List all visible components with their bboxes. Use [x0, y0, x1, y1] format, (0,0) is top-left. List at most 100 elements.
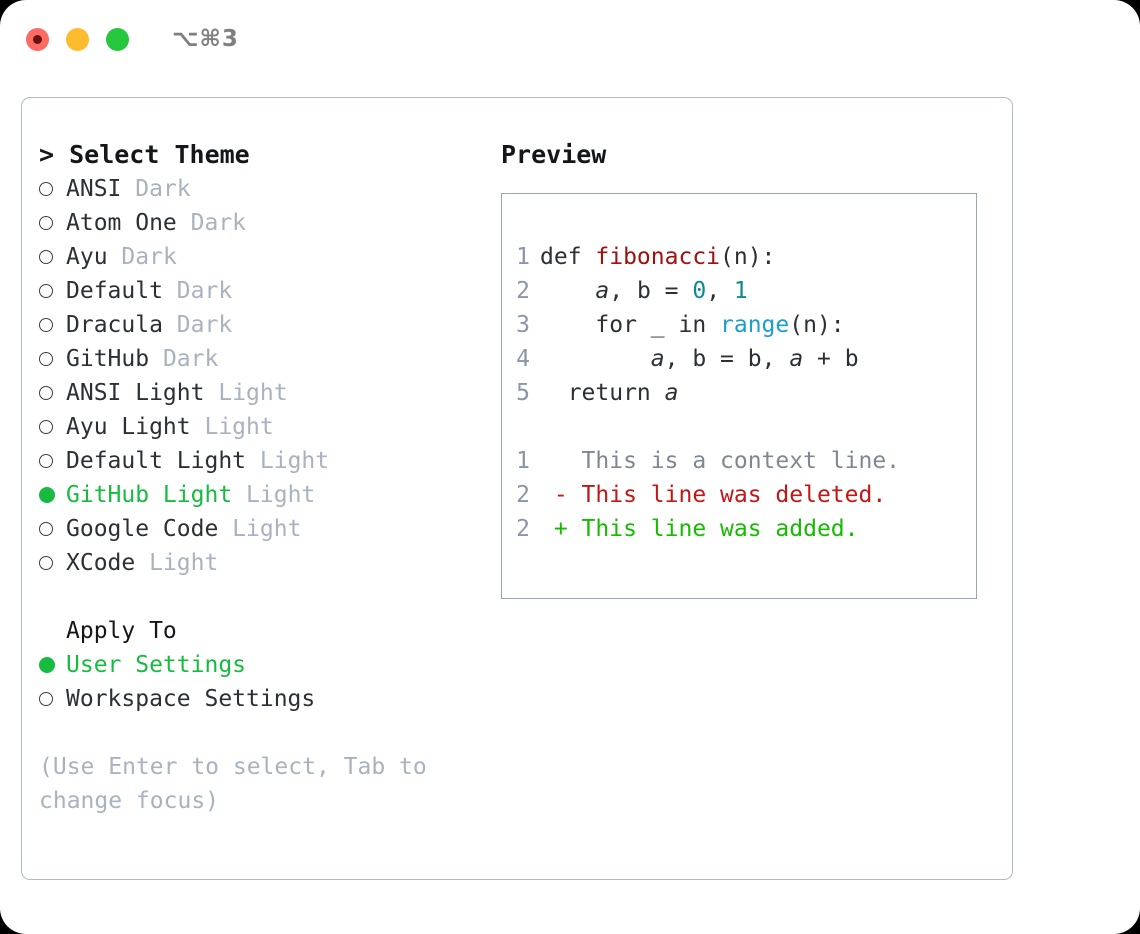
diff-line-content: - This line was deleted. — [540, 482, 887, 508]
theme-option-tag: Dark — [135, 176, 191, 202]
theme-option-default-light[interactable]: Default Light Light — [39, 444, 484, 478]
recording-dot-icon — [33, 34, 42, 44]
theme-option-xcode[interactable]: XCode Light — [39, 546, 484, 580]
code-line-content: a, b = 0, 1 — [540, 274, 747, 308]
theme-option-github-light[interactable]: GitHub Light Light — [39, 478, 484, 512]
radio-unselected-icon — [39, 386, 66, 400]
theme-option-dracula[interactable]: Dracula Dark — [39, 308, 484, 342]
theme-option-atom-one[interactable]: Atom One Dark — [39, 206, 484, 240]
theme-option-tag: Dark — [121, 244, 177, 270]
maximize-button-icon[interactable] — [106, 27, 129, 51]
diff-sample: 1 This is a context line.2 - This line w… — [502, 444, 976, 546]
code-token: a — [789, 346, 804, 372]
theme-option-ayu-light[interactable]: Ayu Light Light — [39, 410, 484, 444]
code-token: def — [540, 244, 596, 270]
code-token: b — [844, 346, 859, 372]
code-token: a — [595, 278, 610, 304]
theme-option-ansi[interactable]: ANSI Dark — [39, 172, 484, 206]
theme-option-tag: Light — [232, 516, 302, 542]
apply-to-option-label: User Settings — [66, 652, 247, 678]
radio-dot-icon — [39, 318, 53, 332]
radio-selected-icon — [39, 487, 66, 503]
radio-unselected-icon — [39, 556, 66, 570]
apply-to-title: Apply To — [66, 618, 177, 644]
theme-option-label: XCode — [66, 550, 136, 576]
theme-option-ayu[interactable]: Ayu Dark — [39, 240, 484, 274]
code-line: 4 a, b = b, a + b — [502, 342, 976, 376]
theme-option-label: Atom One — [66, 210, 177, 236]
code-token: range — [720, 312, 790, 338]
radio-dot-icon — [39, 657, 55, 673]
radio-dot-icon — [39, 522, 53, 536]
code-line-content: a, b = b, a + b — [540, 342, 859, 376]
code-token — [540, 278, 595, 304]
theme-option-label: ANSI Light — [66, 380, 205, 406]
line-number: 1 — [516, 448, 530, 474]
theme-option-ansi-light[interactable]: ANSI Light Light — [39, 376, 484, 410]
code-token: , — [761, 346, 790, 372]
apply-to-option-workspace-settings[interactable]: Workspace Settings — [39, 682, 484, 716]
code-token: (n): — [720, 244, 776, 270]
code-token: (n): — [789, 312, 845, 338]
code-line: 5 return a — [502, 376, 976, 410]
line-number: 1 — [516, 244, 530, 270]
code-token: return — [540, 380, 665, 406]
code-token: fibonacci — [595, 244, 721, 270]
traffic-lights — [26, 27, 129, 51]
radio-dot-icon — [39, 216, 53, 230]
keyboard-hint-text: (Use Enter to select, Tab to change focu… — [39, 754, 441, 814]
theme-option-tag: Light — [246, 482, 316, 508]
close-button-icon[interactable] — [26, 27, 49, 51]
code-token: + — [803, 346, 845, 372]
code-line-content: return a — [540, 376, 679, 410]
code-token: b — [747, 346, 762, 372]
theme-option-label: ANSI — [66, 176, 122, 202]
line-number: 3 — [516, 312, 530, 338]
theme-option-label: Ayu — [66, 244, 108, 270]
code-line-content: def fibonacci(n): — [540, 240, 775, 274]
code-token: a — [664, 380, 679, 406]
apply-to-option-user-settings[interactable]: User Settings — [39, 648, 484, 682]
theme-option-tag: Light — [259, 448, 330, 474]
code-line: 1 def fibonacci(n): — [502, 240, 976, 274]
radio-unselected-icon — [39, 692, 66, 706]
theme-option-label: Default Light — [66, 448, 247, 474]
theme-option-label: Dracula — [66, 312, 163, 338]
code-token: 0 — [692, 278, 707, 304]
theme-option-tag: Light — [218, 380, 288, 406]
theme-option-google-code[interactable]: Google Code Light — [39, 512, 484, 546]
code-token: , — [706, 278, 734, 304]
diff-line: 2 - This line was deleted. — [502, 478, 976, 512]
code-token: b — [636, 278, 651, 304]
theme-option-label: Default — [66, 278, 163, 304]
theme-option-label: GitHub — [66, 346, 150, 372]
theme-option-label: GitHub Light — [66, 482, 233, 508]
radio-unselected-icon — [39, 318, 66, 332]
theme-option-tag: Light — [204, 414, 274, 440]
radio-dot-icon — [39, 692, 53, 706]
code-token: for _ in — [540, 312, 721, 338]
page-title: > Select Theme — [39, 140, 250, 169]
minimize-button-icon[interactable] — [66, 27, 89, 51]
radio-dot-icon — [39, 182, 53, 196]
theme-option-default[interactable]: Default Dark — [39, 274, 484, 308]
line-number: 2 — [516, 516, 530, 542]
radio-dot-icon — [39, 556, 53, 570]
theme-option-tag: Dark — [176, 312, 233, 338]
theme-option-tag: Light — [149, 550, 219, 576]
radio-dot-icon — [39, 454, 53, 468]
code-token — [540, 346, 651, 372]
code-line-content: for _ in range(n): — [540, 308, 845, 342]
line-number: 5 — [516, 380, 530, 406]
radio-dot-icon — [39, 284, 53, 298]
keyboard-shortcut-label: ⌥⌘3 — [172, 26, 239, 52]
line-number: 4 — [516, 346, 530, 372]
theme-option-github[interactable]: GitHub Dark — [39, 342, 484, 376]
